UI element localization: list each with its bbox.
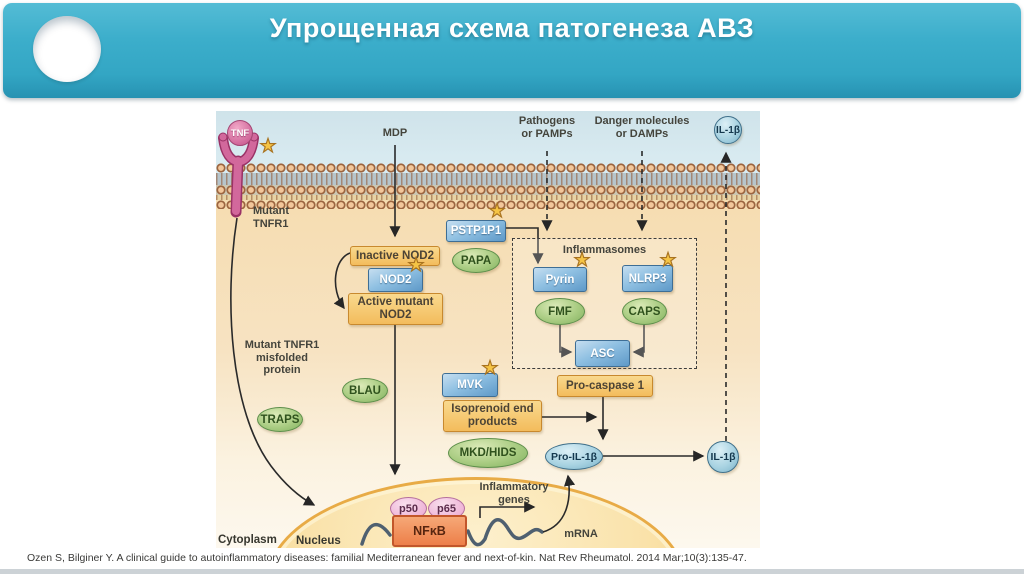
tnfr1-receptor-icon — [218, 132, 259, 218]
lipid-heads-row — [216, 163, 760, 173]
lipid-heads-row — [216, 200, 760, 209]
decorative-circle — [33, 16, 101, 82]
arrows-layer — [218, 132, 732, 547]
inactive-nod2-node: Inactive NOD2 — [350, 246, 440, 266]
pstpip1-node: PSTP1P1 — [446, 220, 506, 242]
cell-membrane — [216, 163, 760, 209]
dna-helix-icon — [360, 518, 544, 547]
danger-label: Danger molecules or DAMPs — [594, 115, 690, 140]
mrna-label: mRNA — [564, 528, 598, 540]
asc-node: ASC — [575, 340, 630, 367]
blau-node: BLAU — [342, 378, 388, 403]
nlrp3-node: NLRP3 — [622, 265, 673, 292]
mrna-arrow — [542, 474, 576, 533]
p65-node: p65 — [428, 497, 465, 520]
slide-bottom-edge — [0, 569, 1024, 574]
lipid-heads-row — [216, 185, 760, 195]
extracellular-region — [216, 111, 760, 163]
nod2-activation-arrow — [333, 252, 351, 310]
mutation-star-icon: ★ — [407, 254, 425, 277]
mutation-star-icon: ★ — [488, 200, 506, 223]
fmf-asc-arrow — [559, 325, 573, 358]
pathogenesis-diagram: MDP Pathogens or PAMPs Danger molecules … — [216, 111, 760, 548]
pathogens-label: Pathogens or PAMPs — [518, 115, 576, 140]
mutation-star-icon: ★ — [259, 135, 277, 158]
papa-node: PAPA — [452, 248, 500, 273]
caps-node: CAPS — [622, 298, 667, 325]
mutation-star-icon: ★ — [573, 249, 591, 272]
mutation-star-icon: ★ — [481, 357, 499, 380]
tnfr1-nucleus-arrow — [230, 217, 316, 506]
pyrin-node: Pyrin — [533, 267, 587, 292]
il1b-cytoplasm: IL-1β — [707, 441, 739, 473]
p50-node: p50 — [390, 497, 427, 520]
pro-caspase1-node: Pro-caspase 1 — [557, 375, 653, 397]
cytoplasm-label: Cytoplasm — [218, 534, 277, 546]
nod2-node: NOD2 — [368, 268, 423, 292]
promoter-arrow — [479, 501, 536, 518]
nfkb-node: NFκB — [392, 515, 467, 547]
mutant-tnfr1-label: Mutant TNFR1 — [253, 205, 290, 230]
slide-title: Упрощенная схема патогенеза АВЗ — [269, 13, 755, 43]
misfolded-protein-label: Mutant TNFR1 misfolded protein — [244, 339, 320, 376]
mutation-star-icon: ★ — [659, 249, 677, 272]
tnf-ligand: TNF — [227, 120, 253, 146]
slide-header: Упрощенная схема патогенеза АВЗ — [3, 3, 1021, 98]
pstpip1-pyrin-arrow — [506, 227, 544, 265]
nucleus-label: Nucleus — [296, 535, 341, 547]
fmf-node: FMF — [535, 298, 585, 325]
lipid-tails-row — [216, 195, 760, 200]
inflammasomes-label: Inflammasomes — [562, 244, 647, 256]
lipid-tails-row — [216, 173, 760, 185]
pro-il1b-node: Pro-IL-1β — [545, 443, 603, 470]
mkd-hids-node: MKD/HIDS — [448, 438, 528, 468]
il1b-extracellular: IL-1β — [714, 116, 742, 144]
mvk-node: MVK — [442, 373, 498, 397]
traps-node: TRAPS — [257, 407, 303, 432]
mdp-label: MDP — [382, 127, 408, 139]
inflammatory-genes-label: Inflammatory genes — [479, 481, 549, 506]
citation-text: Ozen S, Bilginer Y. A clinical guide to … — [27, 552, 747, 564]
caps-asc-arrow — [632, 325, 645, 358]
